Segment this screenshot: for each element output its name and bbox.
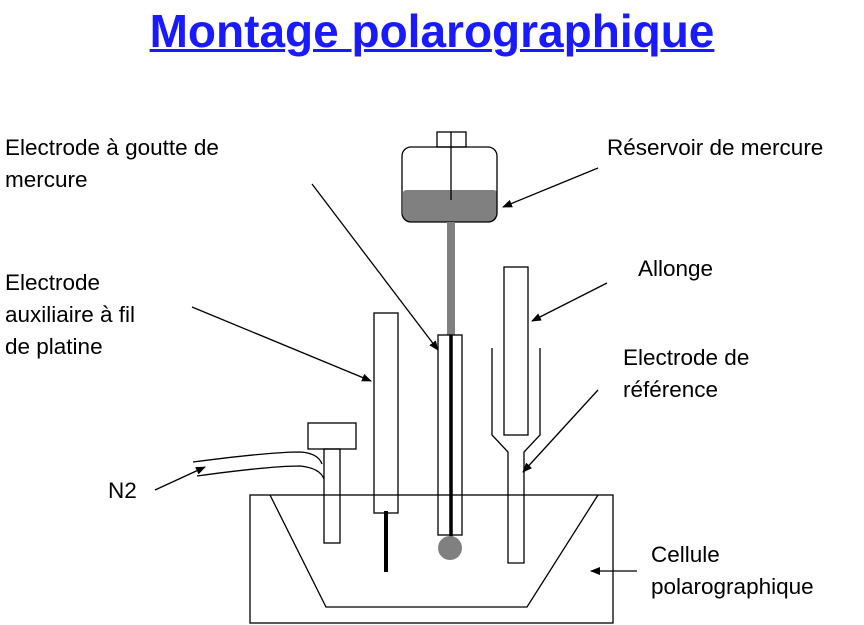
mercury-fill — [403, 190, 497, 222]
polarographic-cell — [249, 494, 614, 624]
label-line: polarographique — [651, 574, 814, 599]
n2-inlet-cap — [307, 422, 357, 450]
label-line: Cellule — [651, 542, 720, 567]
arrow-reference — [522, 389, 599, 473]
arrow-n2 — [154, 466, 206, 491]
label-line: auxiliaire à fil — [5, 302, 136, 327]
label-line: référence — [623, 377, 719, 402]
arrow-auxiliary — [191, 306, 372, 382]
mercury-drop — [438, 536, 462, 560]
capillary-tube — [447, 222, 455, 335]
page-title: Montage polarographique — [149, 5, 715, 57]
label-cell: Cellule polarographique — [651, 539, 814, 603]
label-n2: N2 — [108, 478, 137, 503]
label-line: Electrode à goutte de — [5, 135, 219, 160]
auxiliary-electrode-tube — [373, 312, 399, 514]
n2-hose — [192, 451, 323, 465]
label-allonge: Allonge — [638, 256, 714, 281]
reference-electrode-body — [491, 348, 541, 564]
label-line: mercure — [5, 167, 88, 192]
label-line: de platine — [5, 334, 103, 359]
label-drop-electrode: Electrode à goutte de mercure — [5, 132, 219, 196]
arrow-allonge — [531, 282, 608, 322]
label-line: Electrode de — [623, 345, 750, 370]
n2-hose — [196, 465, 325, 480]
cell-inner-vessel — [269, 494, 599, 608]
arrow-drop-electrode — [311, 183, 439, 351]
arrow-reservoir — [502, 167, 599, 208]
n2-inlet-tube — [323, 448, 341, 544]
allonge-tube — [503, 266, 529, 436]
label-auxiliary-electrode: Electrode auxiliaire à fil de platine — [5, 267, 135, 363]
label-reservoir: Réservoir de mercure — [607, 135, 824, 160]
label-line: Electrode — [5, 270, 101, 295]
label-reference-electrode: Electrode de référence — [623, 342, 749, 406]
